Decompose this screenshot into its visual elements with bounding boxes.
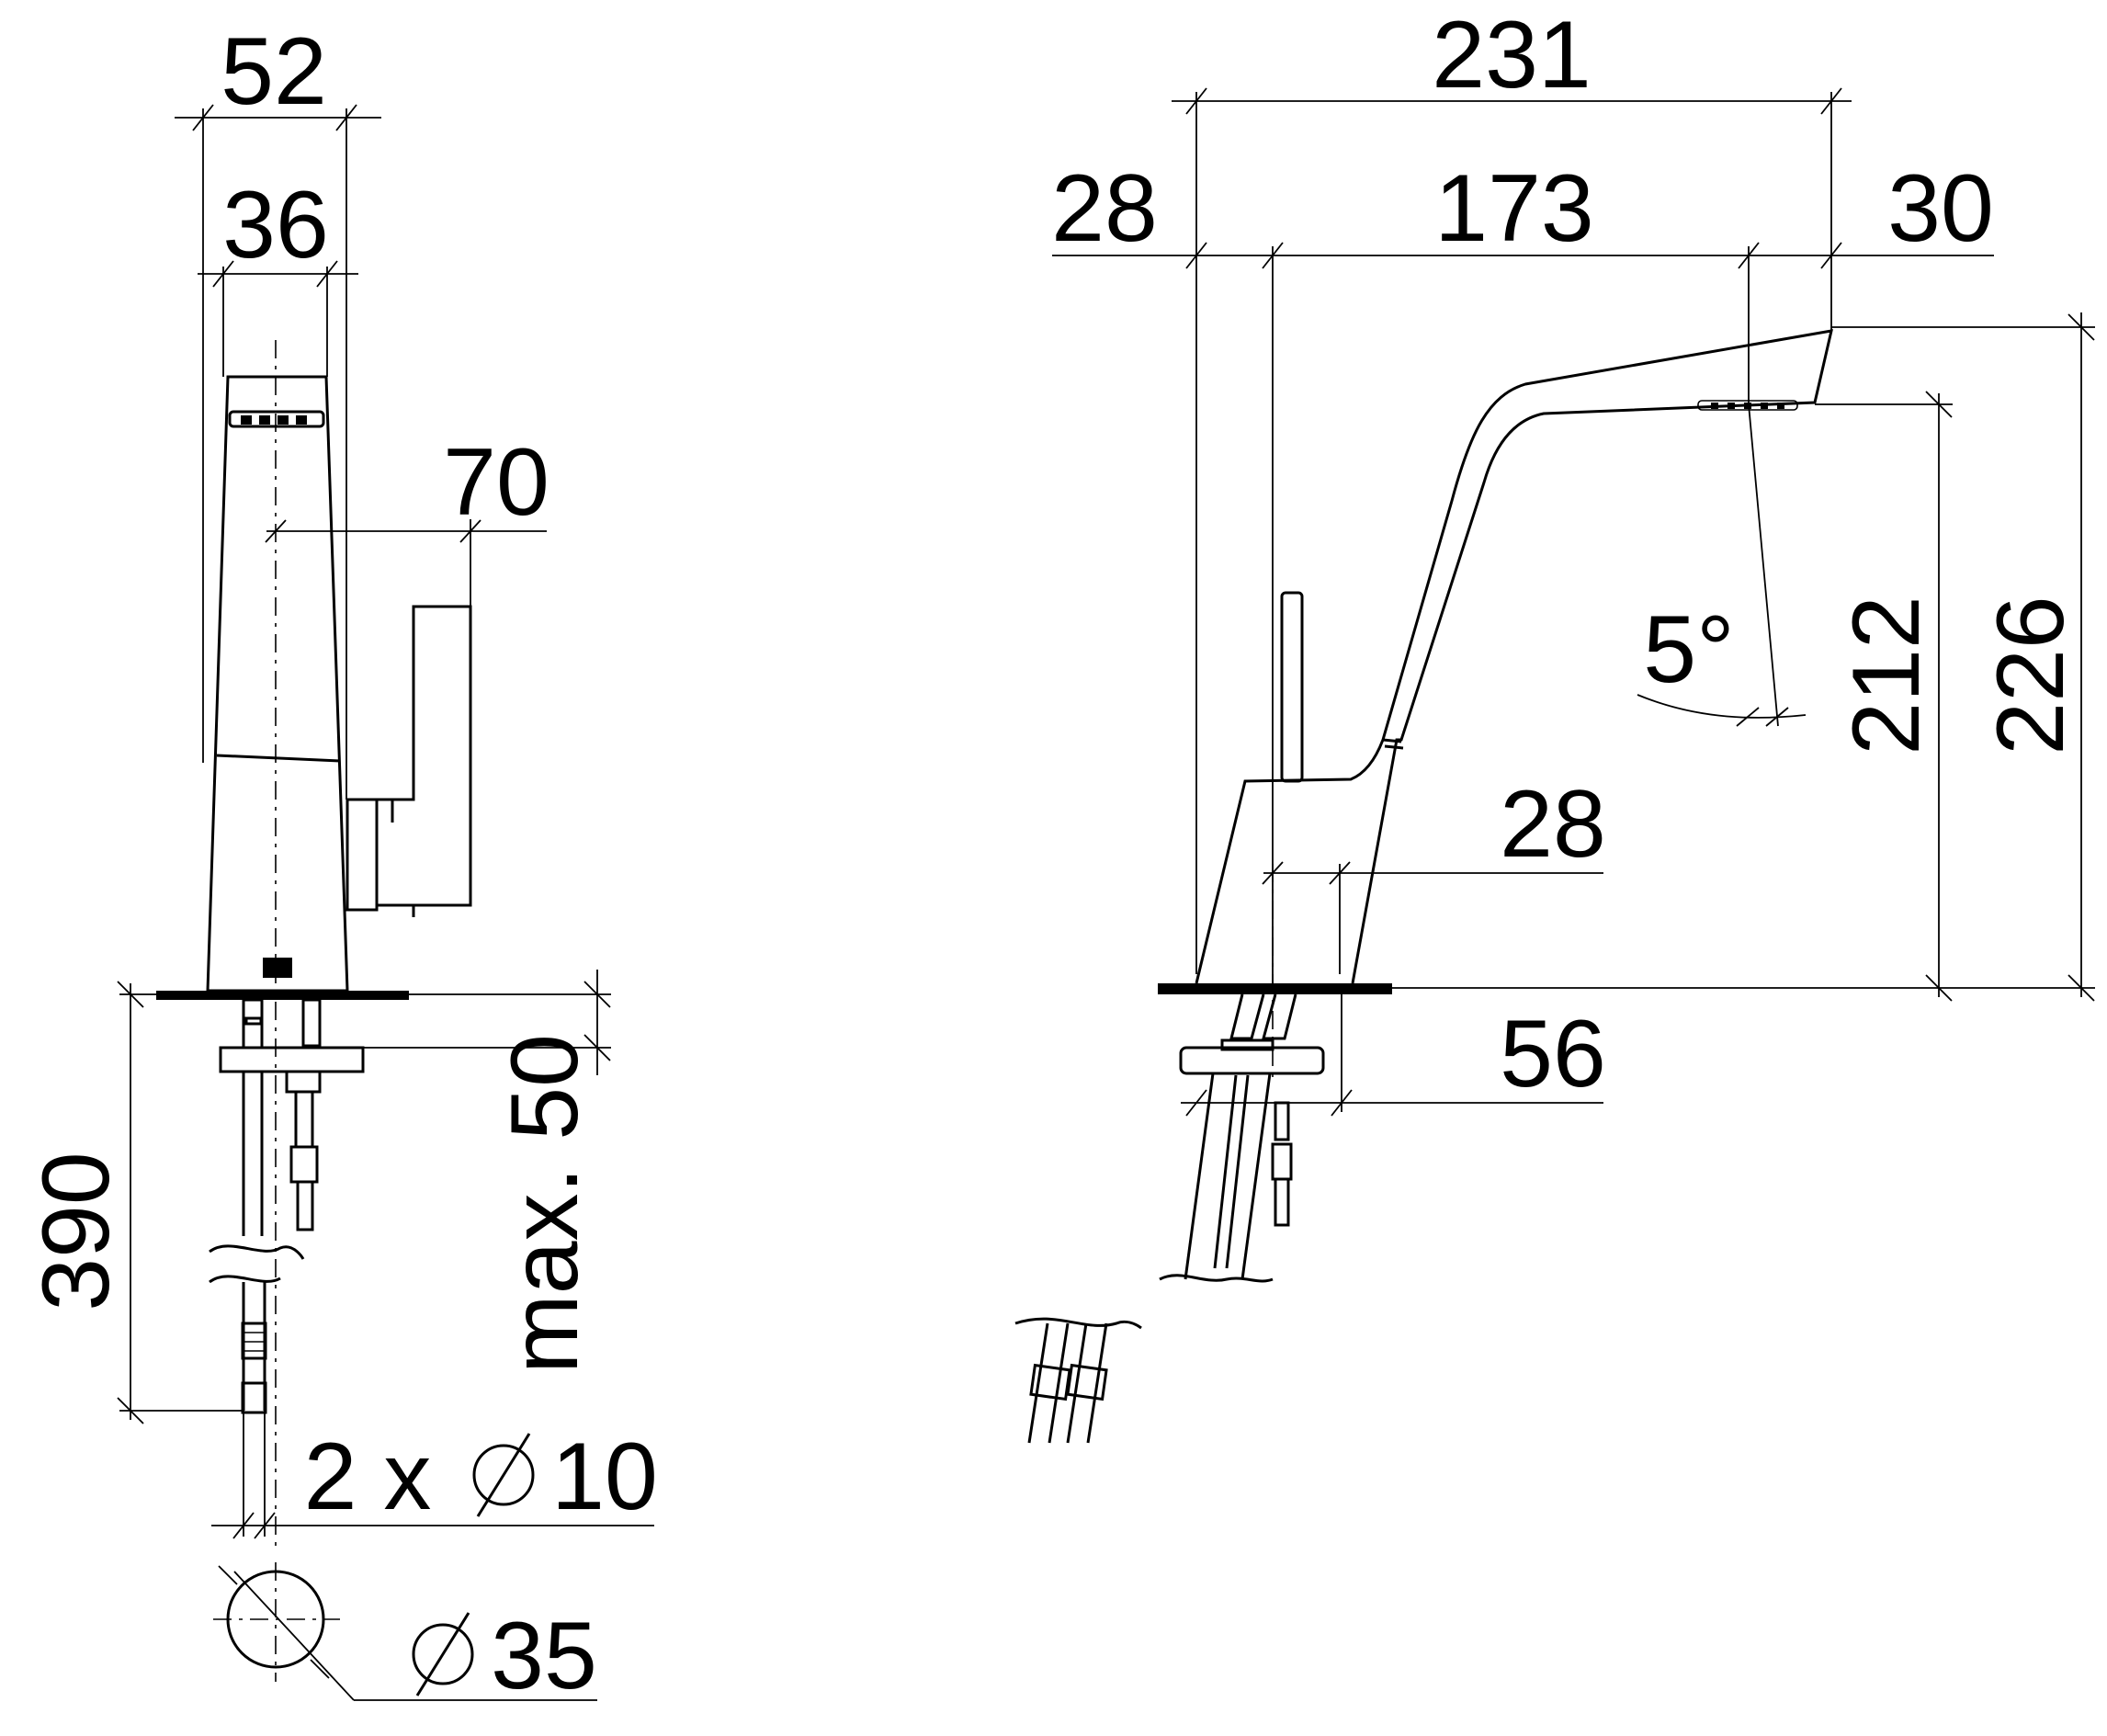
dim-label-max-50: max. 50 [492,1034,598,1374]
dim-label-70: 70 [443,429,549,536]
dim-base-offset: 28 [1262,771,1606,974]
side-base-plate [1158,983,1392,994]
dim-label-2x: 2 x [304,1424,432,1530]
dim-label-35: 35 [491,1603,597,1709]
dim-hose-diameter: 2 x 10 [211,1411,658,1539]
diameter-symbol-icon [412,1612,474,1696]
aerator-outlet [1697,400,1798,411]
dim-label-56: 56 [1500,1001,1606,1107]
dim-label-390: 390 [23,1152,130,1311]
dim-label-231: 231 [1432,2,1592,108]
dim-label-5-deg: 5° [1643,596,1734,703]
dim-label-28-top: 28 [1051,155,1158,262]
dim-label-36: 36 [222,172,329,278]
dim-label-52: 52 [221,18,327,125]
dim-label-10: 10 [551,1424,658,1530]
front-view: 52 36 [23,18,658,1709]
dim-spout-row: 28 173 30 [1051,155,1994,988]
diameter-symbol-icon [472,1433,535,1517]
dim-angle: 5° [1637,403,1807,727]
dim-total-length: 231 [1172,2,1852,974]
dim-overall-width: 52 [175,18,381,800]
dim-label-30: 30 [1887,155,1994,262]
mounting-hole-detail: 35 [213,1562,597,1709]
side-view: 231 28 173 30 [1014,2,2095,1444]
dim-hose-length: 390 [23,981,243,1424]
dim-base-depth: 56 [1181,994,1606,1117]
side-mounting-parts [1014,993,1325,1444]
dim-lever-offset: 70 [265,429,549,607]
dim-label-173: 173 [1434,155,1594,262]
dim-label-28-base: 28 [1500,771,1606,878]
dim-outlet-height: 212 [1392,391,1953,1002]
dim-label-226: 226 [1977,596,2084,755]
faucet-body [206,375,349,993]
dim-total-height: 226 [1831,312,2095,1002]
mounting-parts [209,998,365,1414]
lever-handle [346,605,472,917]
faucet-side-outline [1195,329,1833,984]
dim-body-width: 36 [198,172,358,377]
dim-label-212: 212 [1833,596,1940,755]
base-plate [156,991,409,1000]
dim-max-thickness: max. 50 [363,970,611,1374]
